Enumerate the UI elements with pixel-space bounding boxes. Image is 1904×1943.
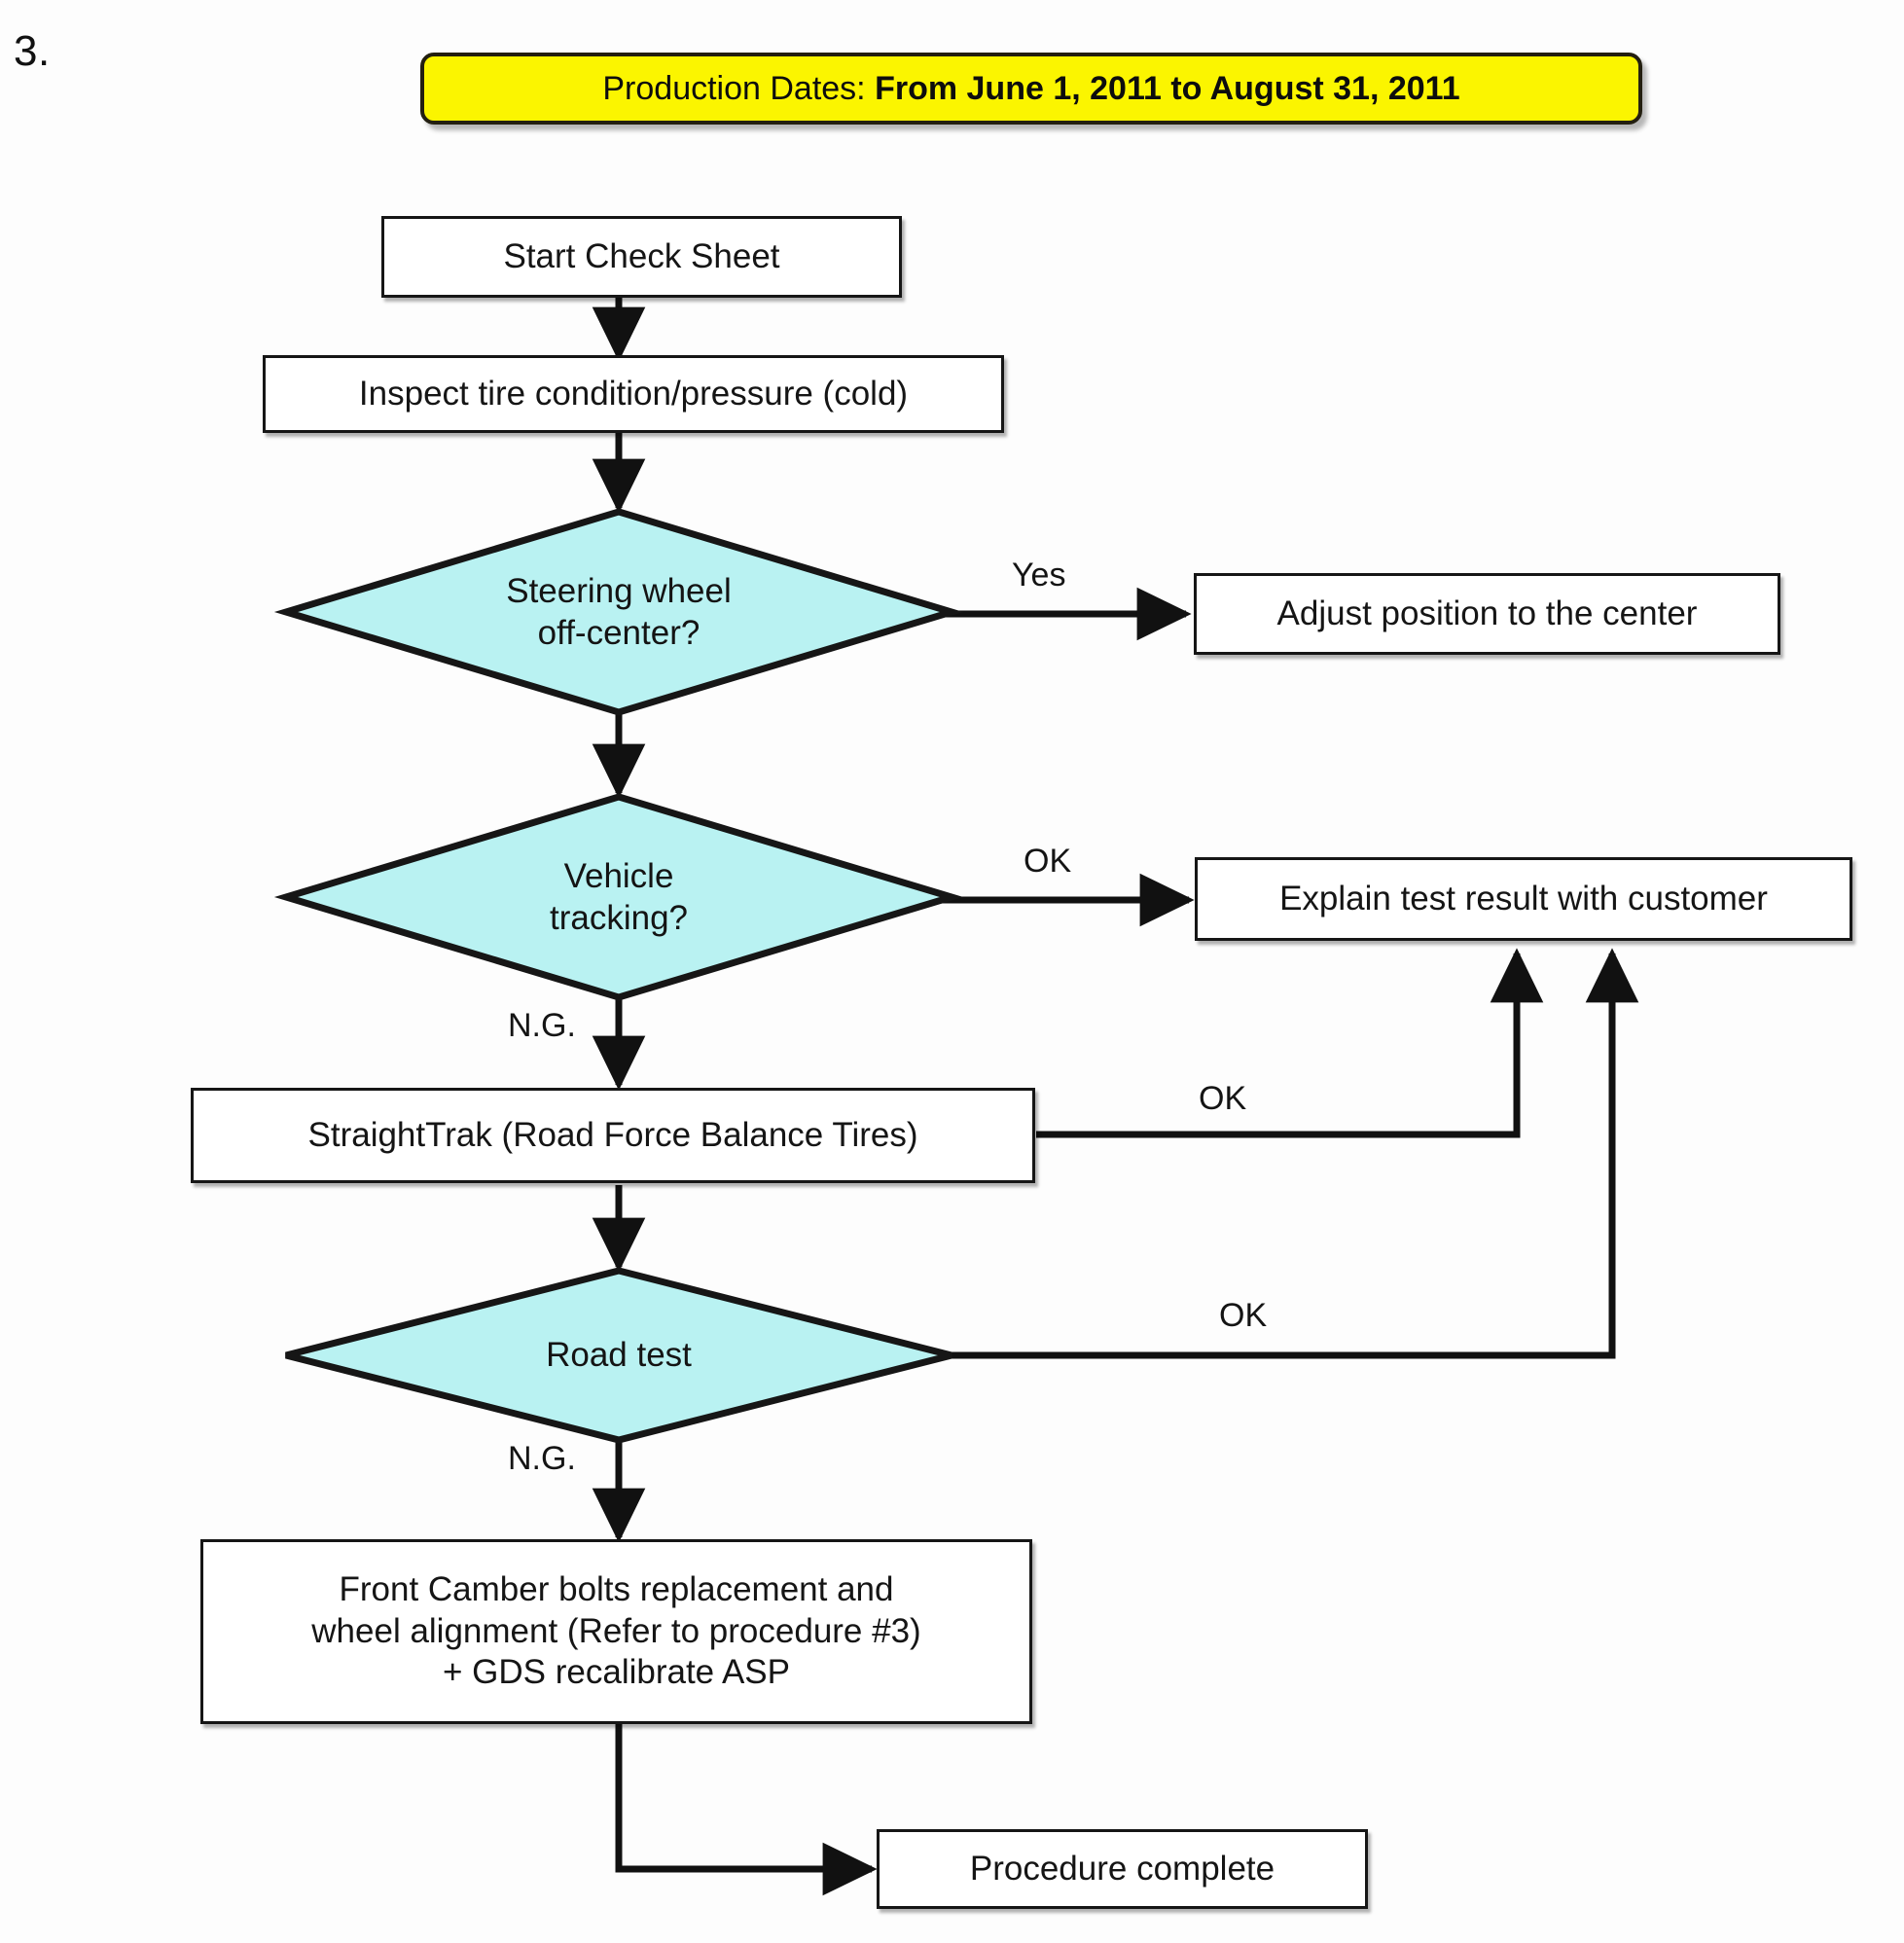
node-inspect-tire[interactable]: Inspect tire condition/pressure (cold): [263, 355, 1004, 433]
node-front-camber-bolts[interactable]: Front Camber bolts replacement and wheel…: [200, 1539, 1032, 1724]
edge-camber-to-complete: [615, 1723, 878, 1896]
node-label-line3: + GDS recalibrate ASP: [443, 1653, 790, 1692]
diamond-shape: [273, 793, 964, 1001]
node-adjust-position[interactable]: Adjust position to the center: [1194, 573, 1780, 655]
node-label-line1: Front Camber bolts replacement and: [339, 1569, 894, 1608]
node-label-group: Front Camber bolts replacement and wheel…: [311, 1569, 920, 1694]
banner-text: Production Dates: From June 1, 2011 to A…: [602, 70, 1459, 108]
banner-prefix: Production Dates:: [602, 69, 876, 107]
node-label-line2: wheel alignment (Refer to procedure #3): [311, 1611, 921, 1650]
edge-label-roadtest-ng: N.G.: [508, 1440, 576, 1477]
diamond-shape: [273, 508, 964, 716]
node-label: Adjust position to the center: [1276, 594, 1698, 632]
banner-dates: From June 1, 2011 to August 31, 2011: [875, 69, 1460, 107]
node-steering-wheel-off-center[interactable]: Steering wheel off-center?: [273, 508, 964, 716]
diamond-shape: [285, 1267, 952, 1444]
production-dates-banner: Production Dates: From June 1, 2011 to A…: [420, 53, 1642, 125]
edge-label-straighttrak-ok: OK: [1199, 1080, 1247, 1117]
node-label: Inspect tire condition/pressure (cold): [358, 374, 909, 413]
node-label: Start Check Sheet: [503, 236, 780, 275]
edge-label-tracking-ok: OK: [1024, 843, 1072, 880]
node-vehicle-tracking[interactable]: Vehicle tracking?: [273, 793, 964, 1001]
node-explain-test-result[interactable]: Explain test result with customer: [1195, 857, 1852, 941]
edge-label-roadtest-ok: OK: [1219, 1297, 1268, 1334]
node-start-check-sheet[interactable]: Start Check Sheet: [381, 216, 902, 298]
node-label: Procedure complete: [969, 1849, 1275, 1888]
edge-straighttrak-ok-to-explain: [1036, 948, 1544, 1138]
node-label: StraightTrak (Road Force Balance Tires): [307, 1115, 918, 1154]
edge-label-tracking-ng: N.G.: [508, 1007, 576, 1044]
node-procedure-complete[interactable]: Procedure complete: [877, 1829, 1368, 1909]
section-number: 3.: [14, 27, 51, 75]
edge-roadtest-ok-to-explain: [940, 948, 1639, 1359]
node-straighttrak[interactable]: StraightTrak (Road Force Balance Tires): [191, 1088, 1035, 1183]
edge-label-steering-yes: Yes: [1012, 557, 1066, 594]
node-road-test[interactable]: Road test: [282, 1267, 955, 1444]
node-label: Explain test result with customer: [1279, 879, 1768, 918]
